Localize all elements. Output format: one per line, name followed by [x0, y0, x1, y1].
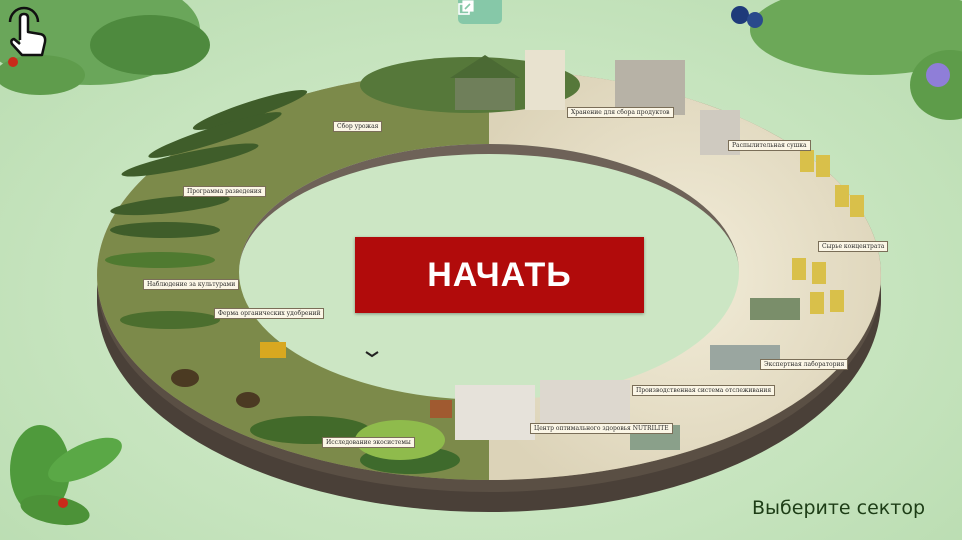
foliage-bottom-left [10, 425, 122, 526]
start-button[interactable]: НАЧАТЬ [355, 237, 644, 313]
sector-traceability[interactable]: Производственная система отслеживания [632, 385, 776, 396]
bird [365, 351, 379, 358]
foliage-top-right [731, 0, 962, 120]
sector-concentrate[interactable]: Сырье концентрата [818, 241, 889, 252]
sector-storage[interactable]: Хранение для сбора продуктов [567, 107, 674, 118]
select-sector-hint: Выберите сектор [752, 497, 926, 519]
house [430, 400, 452, 418]
barrels [792, 150, 864, 314]
tractor [260, 342, 286, 358]
foliage-top-left [0, 0, 210, 95]
barn [455, 75, 515, 110]
window-restore-icon [458, 0, 474, 15]
sector-harvest[interactable]: Сбор урожая [333, 121, 383, 132]
window-restore-button[interactable] [458, 0, 502, 24]
nutrilite-center [455, 385, 535, 440]
ladybug [8, 57, 18, 67]
sector-nutrilite-center[interactable]: Центр оптимального здоровья NUTRILITE [530, 423, 673, 434]
sector-ecosystem[interactable]: Исследование экосистемы [322, 437, 415, 448]
sector-crop-monitoring[interactable]: Наблюдение за культурами [143, 279, 240, 290]
sector-organic-fertilizer[interactable]: Ферма органических удобрений [214, 308, 325, 319]
hopper-machine [615, 60, 685, 115]
sector-spray-drying[interactable]: Распылительная сушка [728, 140, 811, 151]
sector-breeding[interactable]: Программа разведения [183, 186, 266, 197]
sector-lab[interactable]: Экспертная лаборатория [760, 359, 849, 370]
storage-building [525, 50, 565, 110]
tap-hand-icon [8, 6, 47, 57]
